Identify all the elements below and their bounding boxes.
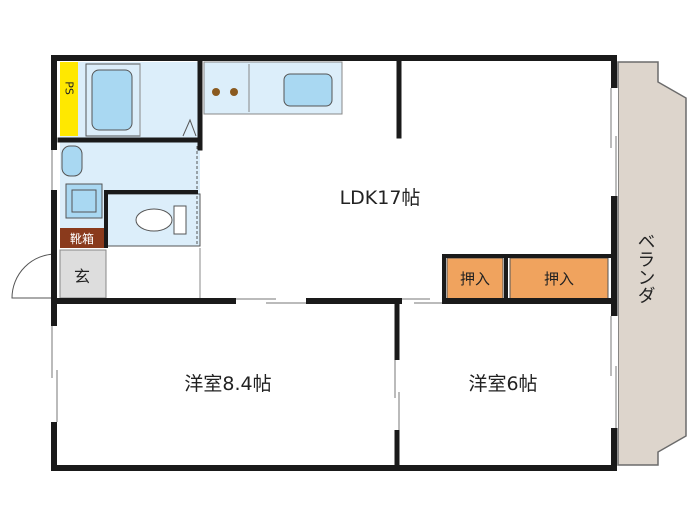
openings <box>50 88 618 430</box>
western-room-small-label: 洋室6帖 <box>468 373 537 395</box>
washing-machine-icon <box>65 183 103 219</box>
western-room-large-label: 洋室8.4帖 <box>184 373 271 395</box>
veranda-label: ベランダ <box>635 232 656 304</box>
pipe-space-label: PS <box>63 81 76 95</box>
bath-door-icon <box>182 118 197 137</box>
washbasin-icon <box>61 145 83 177</box>
entrance-door-swing-icon <box>11 253 57 299</box>
stove-burner-icon <box>230 88 238 96</box>
bathtub-basin-icon <box>91 69 133 131</box>
closet-left-label: 押入 <box>460 270 490 288</box>
exterior-wall <box>51 55 617 471</box>
shoe-box-label: 靴箱 <box>70 231 94 246</box>
toilet-icon <box>135 208 173 232</box>
shoe-box <box>60 228 104 248</box>
entrance-label: 玄 <box>74 267 90 286</box>
stove-burner-icon <box>212 88 220 96</box>
closet-right-label: 押入 <box>544 270 574 288</box>
ldk-label: LDK17帖 <box>340 187 421 209</box>
sink-icon <box>283 73 333 107</box>
veranda-area <box>617 61 687 466</box>
pipe-space <box>60 62 78 136</box>
interior-walls <box>51 55 617 471</box>
